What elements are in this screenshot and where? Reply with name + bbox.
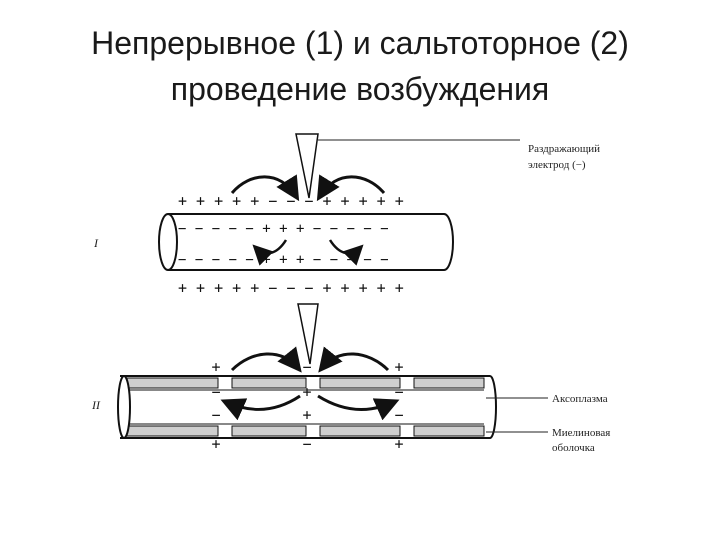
- title-line-2: проведение возбуждения: [170, 71, 550, 107]
- current-arrow-2-left-inner: [220, 394, 301, 421]
- node-charge-sign: −: [211, 383, 220, 401]
- node-charge-sign: −: [302, 358, 311, 376]
- current-arrow-2-right-top: [318, 346, 390, 373]
- title-line-1: Непрерывное (1) и сальтоторное (2): [91, 25, 629, 61]
- nerve-fiber-1: [158, 213, 454, 271]
- roman-numeral-one: I: [93, 236, 99, 250]
- myelin-label-line1: Миелиновая: [552, 427, 610, 439]
- electrode-2: [297, 303, 319, 365]
- page-edge-mask: [20, 466, 140, 486]
- roman-numeral-two: II: [91, 398, 101, 412]
- axoplasm-label: Аксоплазма: [552, 393, 608, 405]
- node-charge-sign: +: [394, 358, 403, 376]
- node-charge-sign: −: [394, 383, 403, 401]
- current-arrow-1-right-top: [316, 174, 386, 202]
- node-charge-sign: +: [394, 435, 403, 453]
- node-charge-sign: −: [394, 406, 403, 424]
- current-arrow-1-right-inner: [328, 239, 364, 266]
- electrode-label-line1: Раздражающий: [528, 143, 600, 155]
- node-charge-sign: +: [211, 435, 220, 453]
- ranvier-node-charges: + − + − + − − + − + − +: [211, 358, 403, 453]
- node-charge-sign: −: [211, 406, 220, 424]
- current-arrow-2-left-top: [230, 346, 302, 373]
- current-arrow-1-left-top: [230, 174, 300, 202]
- slide-title: Непрерывное (1) и сальтоторное (2) прове…: [0, 20, 720, 112]
- fiber1-inner-bottom-charges: − − − − − + + + − − − − −: [178, 252, 389, 268]
- current-arrow-1-left-inner: [252, 239, 288, 266]
- electrode-1: [295, 133, 319, 199]
- fiber1-outer-top-charges: + + + + + − − − + + + + +: [178, 192, 404, 210]
- node-charge-sign: +: [302, 406, 311, 424]
- node-charge-sign: +: [302, 383, 311, 401]
- node-charge-sign: +: [211, 358, 220, 376]
- fiber1-outer-bottom-charges: + + + + + − − − + + + + +: [178, 279, 404, 297]
- node-charge-sign: −: [302, 435, 311, 453]
- fiber1-inner-top-charges: − − − − − + + + − − − − −: [178, 221, 389, 237]
- myelin-label-line2: оболочка: [552, 442, 595, 454]
- electrode-label-line2: электрод (−): [528, 159, 586, 171]
- myelinated-fiber-2: [117, 375, 497, 439]
- current-arrow-2-right-inner: [317, 394, 400, 421]
